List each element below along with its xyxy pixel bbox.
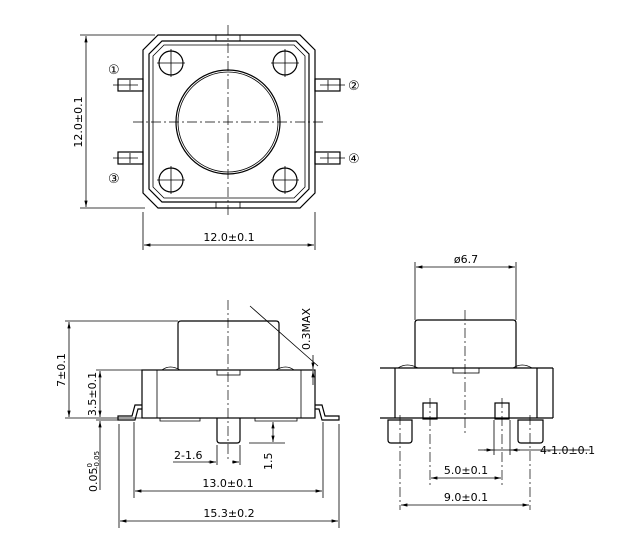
pin-label-1: ①	[108, 63, 120, 78]
dim-pin-pitch: 5.0±0.1	[444, 464, 488, 477]
dim-total-height: 7±0.1	[55, 353, 68, 387]
dim-stem-width: 2-1.6	[174, 449, 202, 462]
dim-cap-diameter: ø6.7	[454, 253, 478, 266]
pin-label-4: ④	[348, 152, 360, 167]
dim-cap-gap: 0.3MAX	[300, 307, 313, 350]
top-view: ① ② ③ ④ 12.0±0.1 12.0±0.1	[72, 25, 360, 250]
dim-top-width: 12.0±0.1	[203, 231, 254, 244]
side-view: ø6.7 4-1.0±0.1 5.0±0.1 9.0±0.1	[380, 253, 595, 510]
pin-label-3: ③	[108, 172, 120, 187]
dim-stem-height: 1.5	[262, 453, 275, 471]
front-view: 7±0.1 3.5±0.1 0.050-0.05 0.3MAX 2-1.6 1.…	[55, 300, 340, 528]
dim-pin-width: 4-1.0±0.1	[540, 444, 595, 457]
dim-standoff: 0.050-0.05	[86, 451, 101, 492]
dim-lead-span: 13.0±0.1	[202, 477, 253, 490]
dim-foot-pitch: 9.0±0.1	[444, 491, 488, 504]
dim-top-height: 12.0±0.1	[72, 96, 85, 147]
pin-label-2: ②	[348, 79, 360, 94]
dim-total-width: 15.3±0.2	[203, 507, 254, 520]
dim-body-height: 3.5±0.1	[86, 372, 99, 416]
